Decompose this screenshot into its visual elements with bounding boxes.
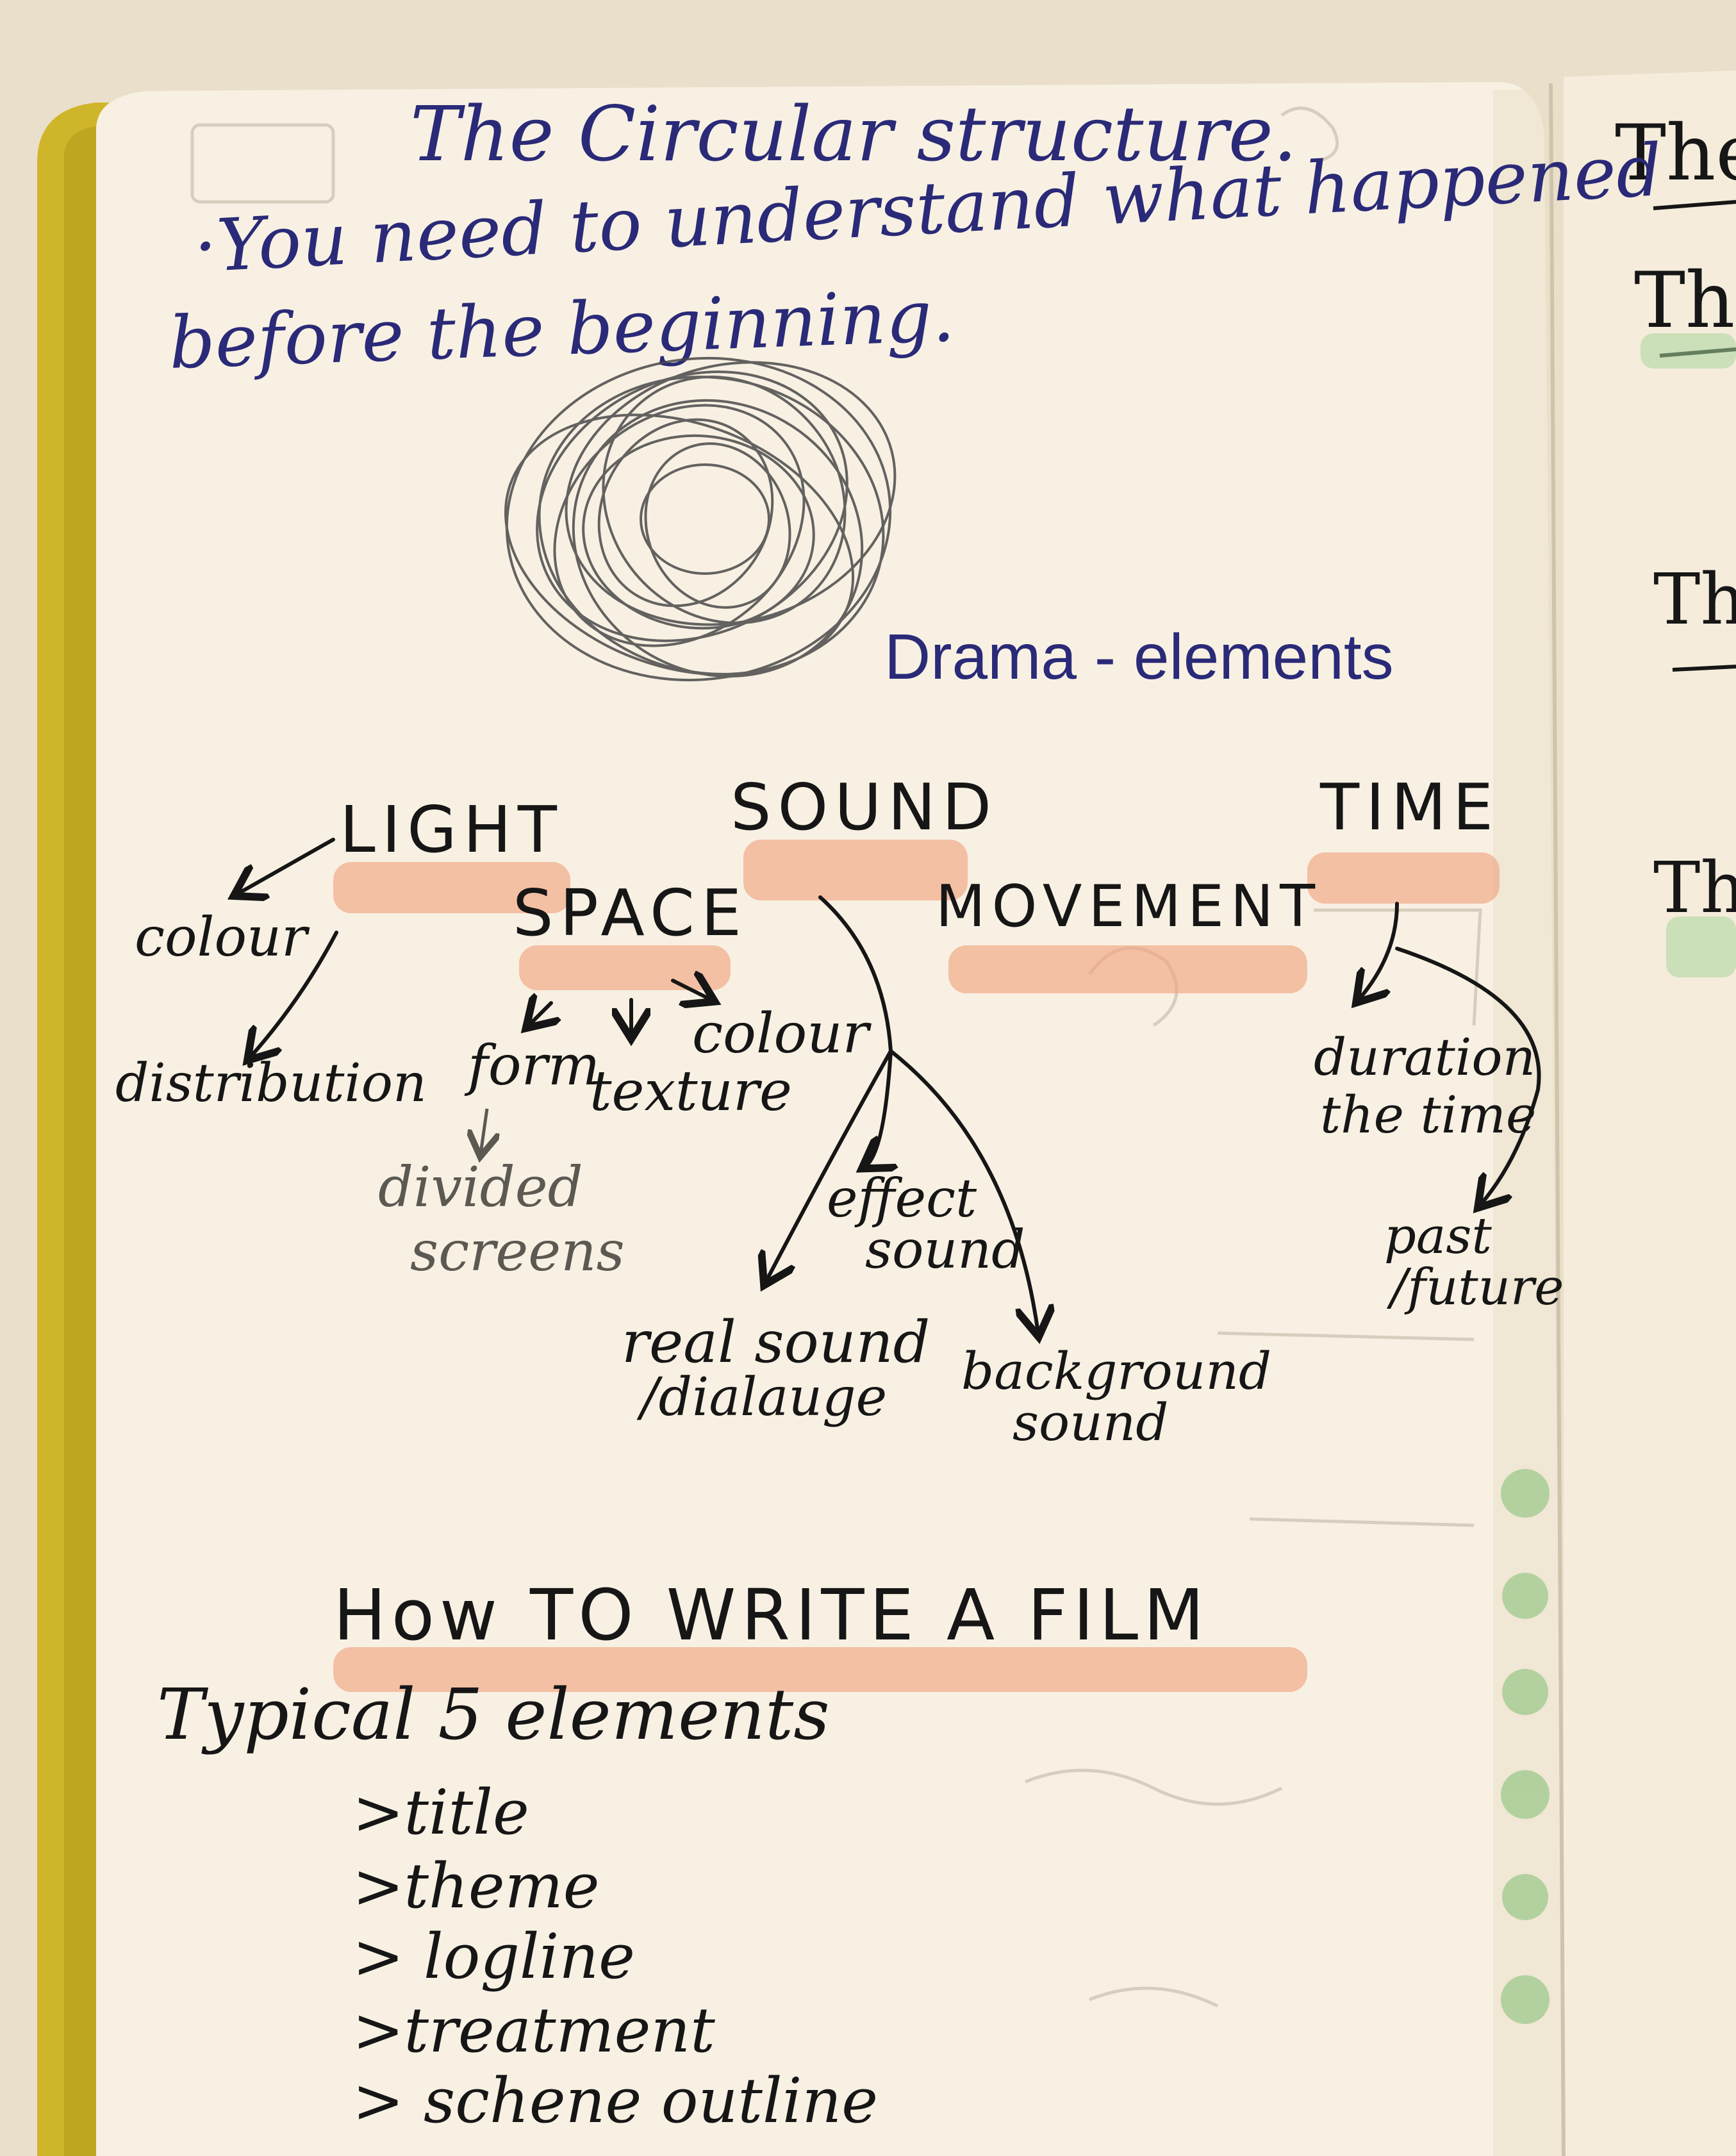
- element-light: LIGHT: [340, 792, 563, 867]
- sound-branch-effect: sound: [865, 1220, 1025, 1281]
- light-branch-distribution: distribution: [115, 1053, 427, 1114]
- right-page-fragment: The: [1653, 558, 1736, 640]
- space-form-sub: screens: [410, 1220, 625, 1284]
- typical-list-item: >theme: [352, 1850, 600, 1922]
- sound-branch-background: background: [961, 1341, 1272, 1401]
- film-heading: How TO WRITE A FILM: [333, 1574, 1210, 1656]
- space-form-sub: divided: [378, 1156, 583, 1220]
- space-branch-colour: colour: [692, 1002, 869, 1066]
- page-title: The Circular structure.: [410, 90, 1298, 178]
- right-page-highlight: [1666, 916, 1736, 977]
- light-branch-colour: colour: [135, 906, 308, 968]
- right-page-fragment: The: [1653, 847, 1736, 929]
- light-highlight: [333, 862, 570, 913]
- space-branch-form: form: [468, 1034, 600, 1098]
- typical-list-item: >treatment: [352, 1994, 715, 2066]
- pencil-scribble-icon: [504, 356, 897, 682]
- right-page-fragment: The: [1634, 256, 1736, 345]
- drama-heading: Drama - elements: [884, 621, 1394, 693]
- typical-list-item: > logline: [352, 1921, 635, 1993]
- space-branch-texture: texture: [590, 1059, 792, 1124]
- element-sound: SOUND: [731, 770, 998, 845]
- typical-list-item: > schene outline: [352, 2065, 879, 2137]
- right-page-highlight: [1641, 333, 1736, 369]
- typical-list-item: >title: [352, 1777, 529, 1848]
- time-branch-duration: duration: [1314, 1027, 1536, 1087]
- typical-heading: Typical 5 elements: [157, 1673, 830, 1755]
- sound-branch-effect: effect: [827, 1168, 977, 1229]
- time-highlight: [1307, 852, 1500, 904]
- film-highlight: [333, 1647, 1307, 1692]
- movement-highlight: [948, 945, 1307, 993]
- element-movement: MOVEMENT: [936, 873, 1322, 940]
- element-time: TIME: [1320, 770, 1500, 845]
- time-branch-past-future: /future: [1391, 1259, 1564, 1316]
- element-space: SPACE: [513, 875, 748, 950]
- sound-branch-background: sound: [1013, 1393, 1169, 1452]
- sound-highlight: [743, 840, 968, 900]
- sound-branch-real: real sound: [622, 1309, 930, 1376]
- sound-branch-real: /dialauge: [641, 1367, 888, 1428]
- time-branch-past-future: past: [1384, 1207, 1492, 1265]
- right-page-fragment: The: [1615, 109, 1736, 198]
- time-branch-duration: the time: [1320, 1085, 1537, 1145]
